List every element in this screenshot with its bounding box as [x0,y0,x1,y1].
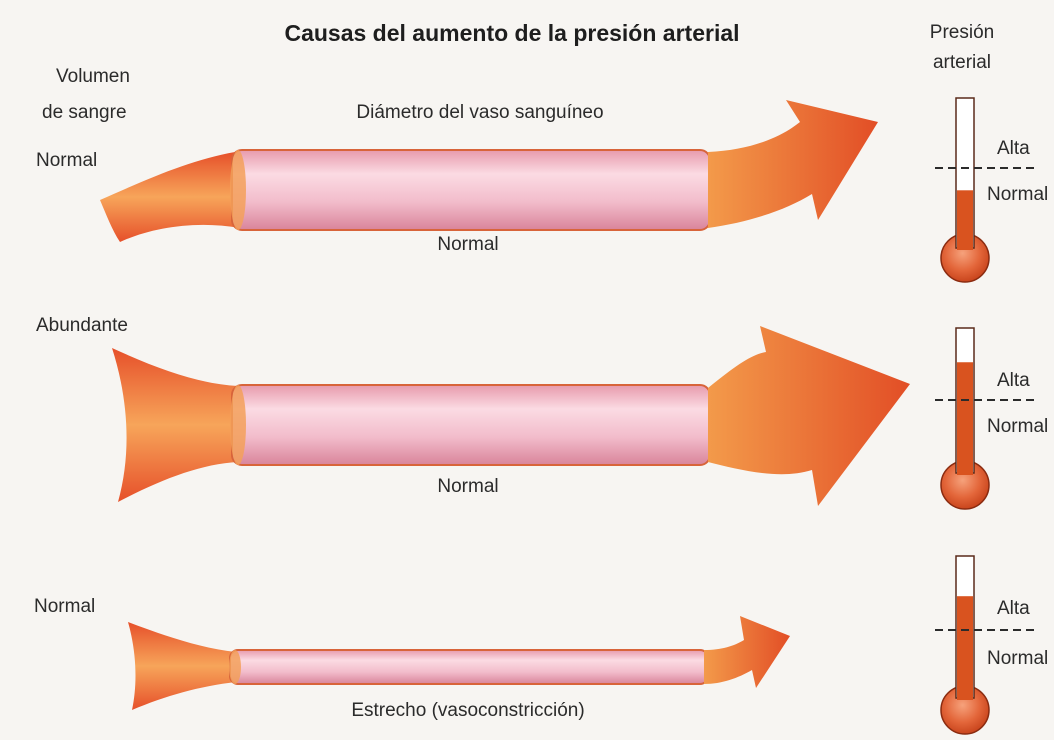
row-1-pressure-high-label: Alta [997,138,1030,159]
row-2-vessel-inlet [230,385,246,465]
row-1-vessel-inlet [230,150,246,230]
row-3-diameter-label: Estrecho (vasoconstricción) [351,700,584,721]
row-1-pressure-normal-label: Normal [987,184,1048,205]
row-1-outflow-arrow [708,100,878,228]
row-1-inflow [100,152,240,242]
diagram-title: Causas del aumento de la presión arteria… [284,20,739,46]
row-1-diameter-label: Normal [437,234,498,255]
row-3-vessel-inlet [229,650,241,684]
diameter-header: Diámetro del vaso sanguíneo [356,102,603,123]
volume-header-line2: de sangre [42,102,127,123]
row-3-volume-label: Normal [34,596,95,617]
row-2-diameter-label: Normal [437,476,498,497]
row-2-flow [112,326,910,506]
row-3-gauge-mercury [957,596,973,700]
row-1-vessel [231,149,711,231]
row-3-flow [128,616,790,710]
row-3-outflow-arrow [704,616,790,688]
row-2-volume-label: Abundante [36,315,128,336]
row-2-outflow-arrow [708,326,910,506]
volume-header-line1: Volumen [56,66,130,87]
row-2-pressure-high-label: Alta [997,370,1030,391]
row-1-volume-label: Normal [36,150,97,171]
row-3-inflow [128,622,236,710]
row-2-inflow [112,348,238,502]
row-2-vessel [231,384,711,466]
row-3-pressure-normal-label: Normal [987,648,1048,669]
row-1-flow [100,100,878,242]
row-2-gauge-mercury [957,362,973,475]
row-2-pressure-normal-label: Normal [987,416,1048,437]
row-3-vessel [229,649,709,685]
row-3-pressure-high-label: Alta [997,598,1030,619]
pressure-header-line1: Presión [930,22,994,43]
pressure-header-line2: arterial [933,52,991,73]
row-1-gauge-mercury [957,190,973,250]
